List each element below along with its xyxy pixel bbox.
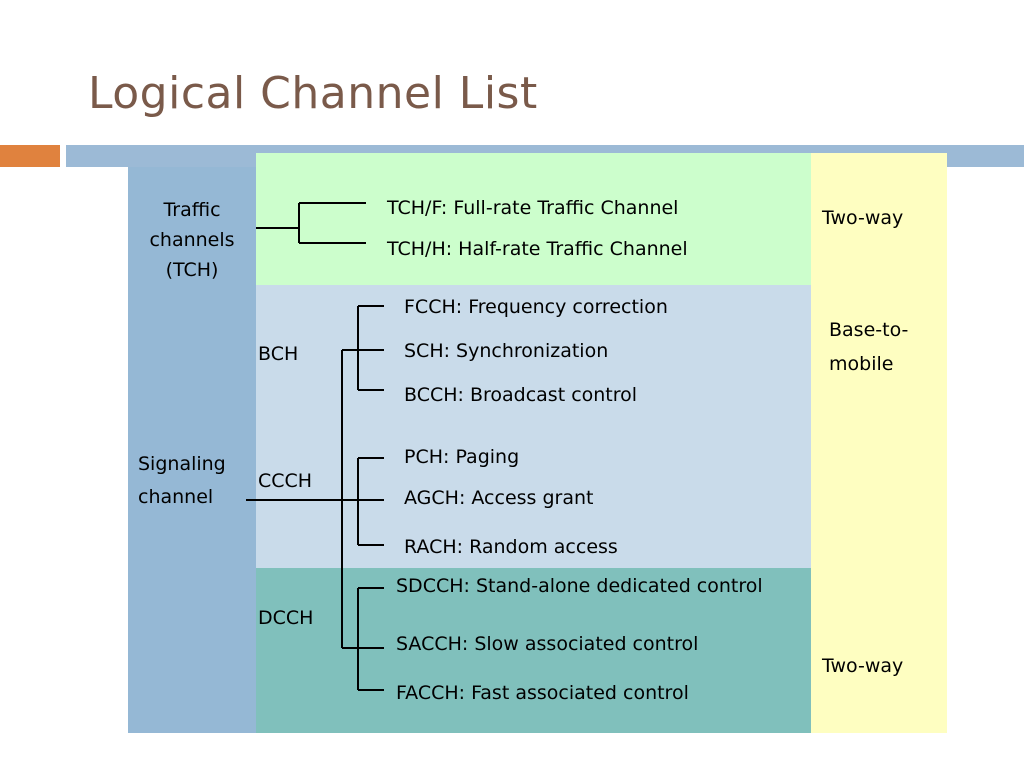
ccch-label: CCCH — [258, 470, 313, 492]
direction-broadcast-line2: mobile — [829, 353, 894, 375]
dcch-label: DCCH — [258, 607, 314, 629]
direction-column — [811, 153, 947, 733]
traffic-group-label-line2: channels — [149, 229, 235, 251]
channel-agch: AGCH: Access grant — [404, 487, 594, 509]
channel-pch: PCH: Paging — [404, 446, 520, 468]
signaling-band — [256, 285, 811, 568]
traffic-group-label-line1: Traffic — [163, 199, 221, 221]
traffic-group-label-line3: (TCH) — [165, 259, 219, 281]
channel-sacch: SACCH: Slow associated control — [396, 633, 699, 655]
bch-label: BCH — [258, 343, 299, 365]
direction-traffic: Two-way — [822, 207, 904, 229]
page-title: Logical Channel List — [88, 68, 538, 119]
traffic-connector — [256, 202, 366, 244]
channel-rach: RACH: Random access — [404, 536, 618, 558]
bch-connector — [342, 305, 384, 391]
channel-tchf: TCH/F: Full-rate Traffic Channel — [387, 197, 679, 219]
channel-sch: SCH: Synchronization — [404, 340, 609, 362]
direction-dedicated: Two-way — [822, 655, 904, 677]
accent-bar — [0, 145, 60, 167]
channel-bcch: BCCH: Broadcast control — [404, 384, 638, 406]
ccch-connector — [342, 457, 384, 546]
signaling-group-label-line1: Signaling — [138, 453, 226, 475]
channel-fcch: FCCH: Frequency correction — [404, 296, 668, 318]
channel-facch: FACCH: Fast associated control — [396, 682, 689, 704]
direction-broadcast-line1: Base-to- — [829, 319, 909, 341]
group-column — [128, 167, 256, 733]
dcch-connector — [342, 587, 384, 691]
signaling-group-label-line2: channel — [138, 486, 214, 508]
channel-tchh: TCH/H: Half-rate Traffic Channel — [387, 238, 688, 260]
traffic-band — [256, 153, 811, 285]
dcch-band — [256, 568, 811, 733]
channel-sdcch: SDCCH: Stand-alone dedicated control — [396, 575, 763, 597]
